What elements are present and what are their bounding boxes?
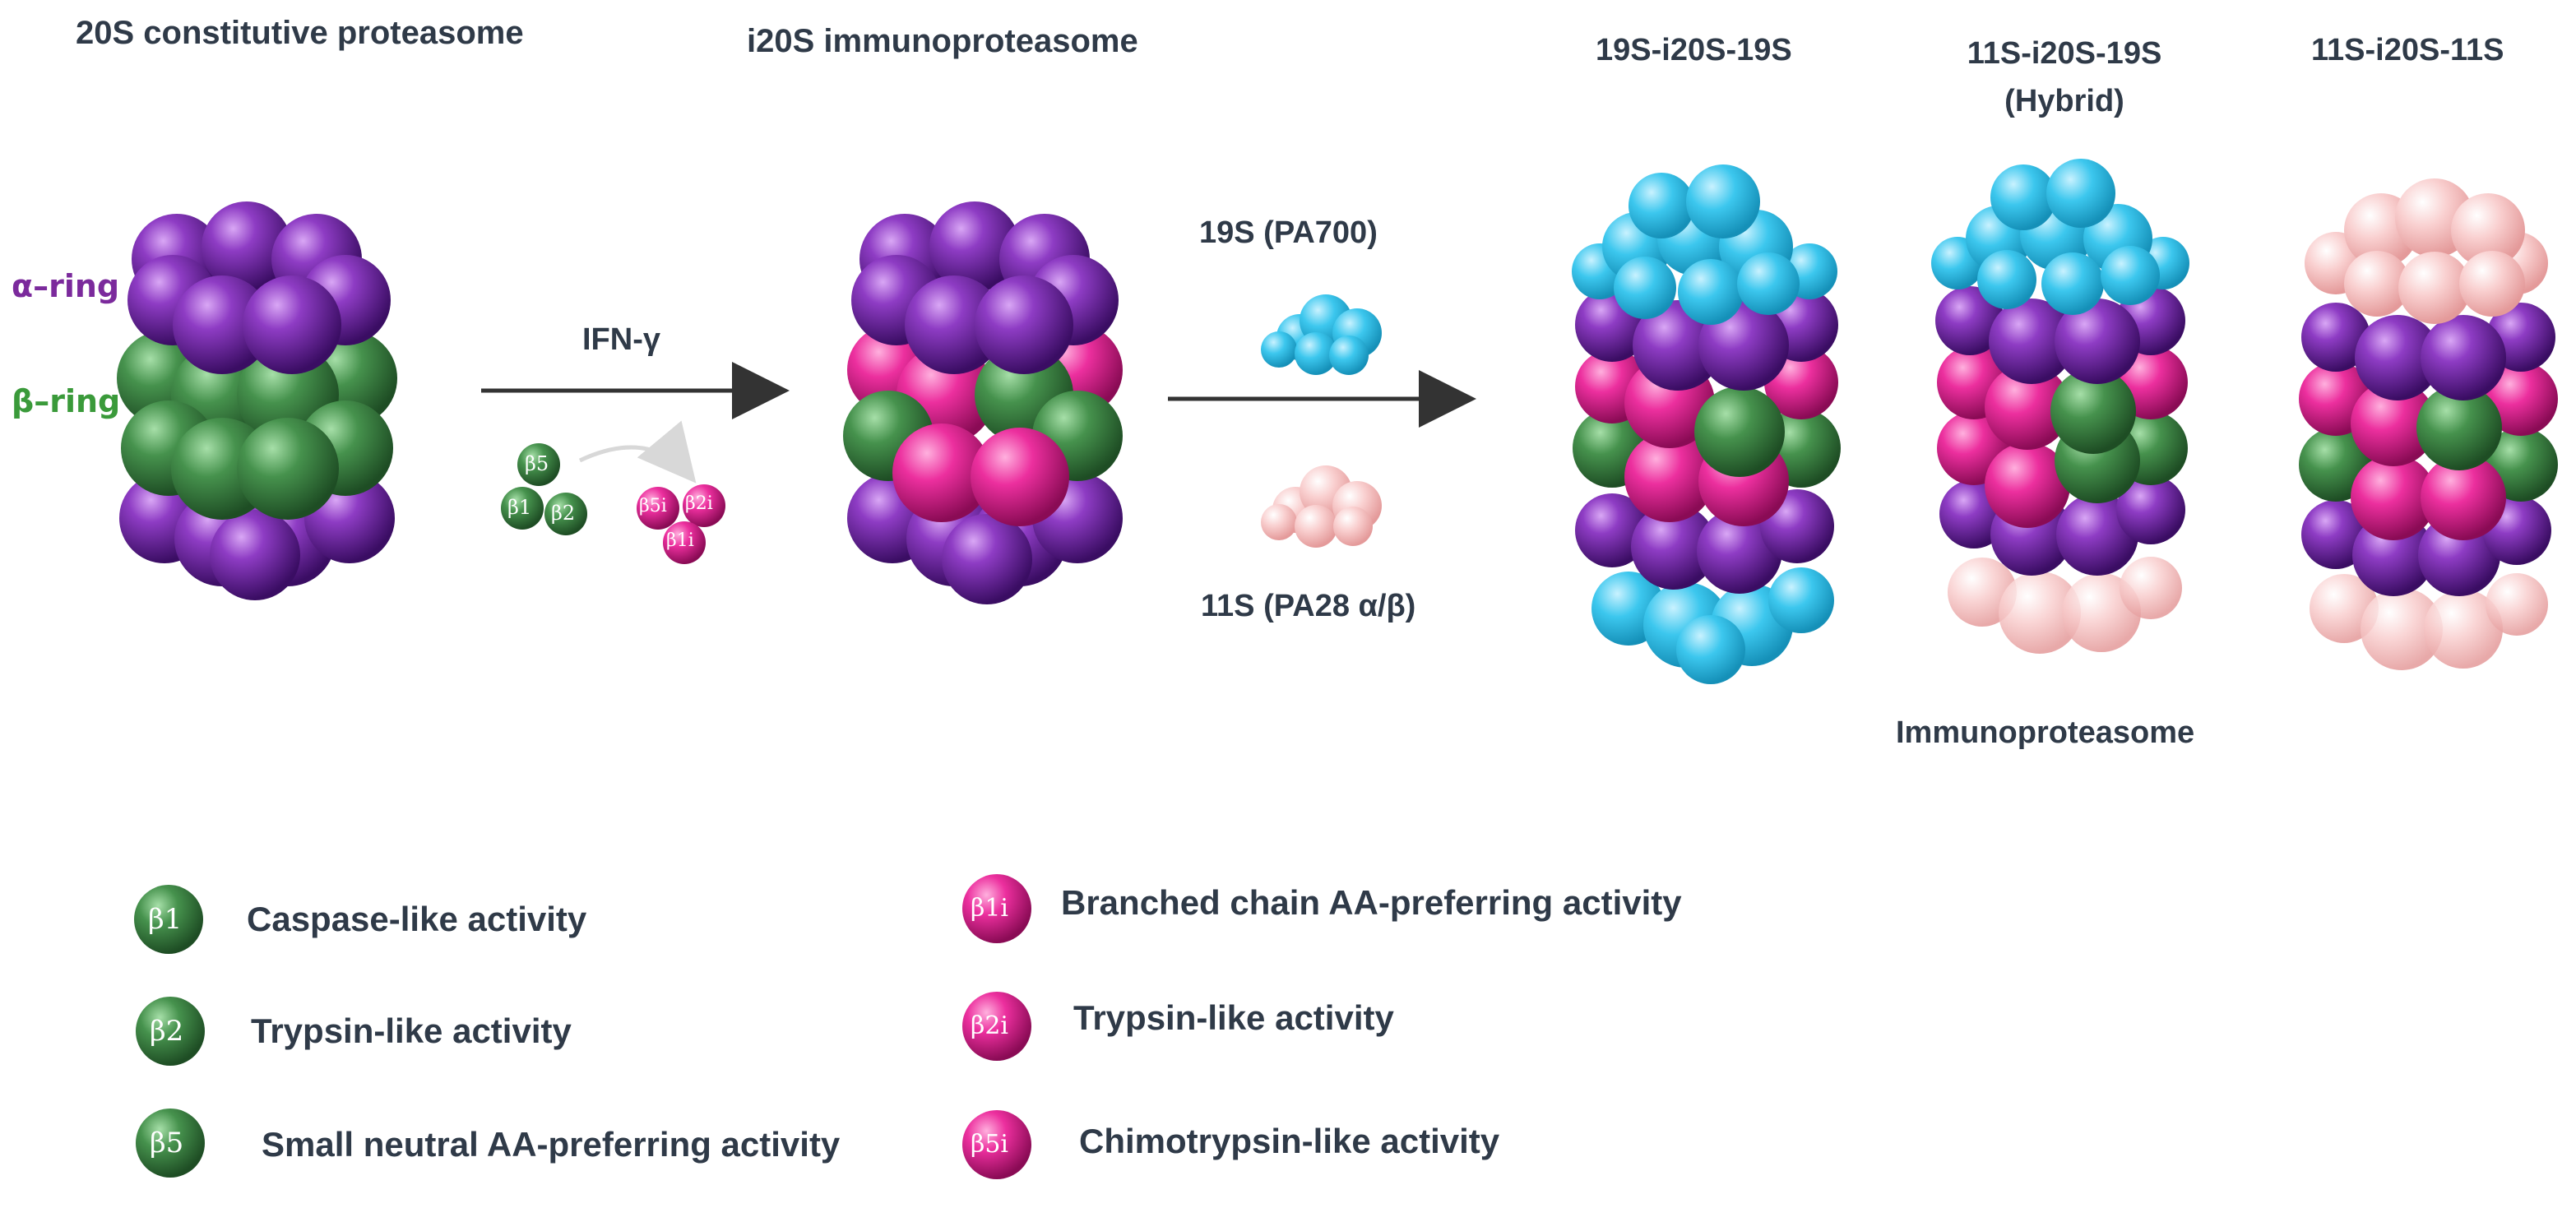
legend-b1i-text: Branched chain AA-preferring activity bbox=[1061, 883, 1682, 922]
cap19-cloud bbox=[1261, 294, 1382, 375]
legend-b1i-sphere bbox=[962, 874, 1031, 943]
subunit-b1-label: β1 bbox=[507, 496, 532, 519]
top-cap-19s bbox=[1572, 164, 1837, 325]
subunit-b1i-label: β1i bbox=[666, 530, 694, 551]
complex-19s-i20s-19s bbox=[1572, 164, 1841, 684]
subunit-b5i bbox=[637, 487, 679, 530]
legend-spheres bbox=[134, 874, 1031, 1179]
legend-b1i-symbol: β1i bbox=[971, 894, 1009, 923]
bottom-cap-19s bbox=[1591, 567, 1834, 684]
top-cap-19s bbox=[1931, 159, 2189, 315]
subunit-b5 bbox=[517, 443, 560, 486]
subunit-exchange bbox=[501, 420, 725, 564]
label-immunoproteasome: Immunoproteasome bbox=[1896, 715, 2195, 750]
legend-b2-sphere bbox=[136, 997, 205, 1066]
legend-b1-symbol: β1 bbox=[148, 903, 183, 936]
title-immuno: i20S immunoproteasome bbox=[747, 23, 1138, 59]
subunit-b1i bbox=[663, 521, 706, 564]
subunit-b2i bbox=[683, 484, 725, 527]
legend-b2-text: Trypsin-like activity bbox=[251, 1011, 572, 1050]
subunit-b5i-label: β5i bbox=[639, 496, 667, 516]
title-11s-i20s-11s: 11S-i20S-11S bbox=[2311, 33, 2504, 67]
cap11-cloud bbox=[1261, 465, 1382, 548]
title-11s-i20s-19s: 11S-i20S-19S bbox=[1967, 36, 2162, 71]
top-alpha-ring bbox=[127, 201, 391, 374]
complex-11s-i20s-11s bbox=[2299, 178, 2558, 670]
legend-b2-symbol: β2 bbox=[150, 1015, 184, 1048]
bottom-cap-11s bbox=[2310, 573, 2548, 670]
beta-rings bbox=[117, 331, 397, 520]
bottom-cap-11s bbox=[1948, 557, 2182, 654]
immunoproteasome bbox=[843, 201, 1123, 604]
alpha-ring-label: α–ring bbox=[12, 268, 120, 304]
title-hybrid: (Hybrid) bbox=[2004, 84, 2124, 118]
subunit-b2-label: β2 bbox=[551, 502, 576, 525]
subunit-b2 bbox=[544, 493, 587, 535]
legend-b1-sphere bbox=[134, 885, 203, 954]
cap11-label: 11S (PA28 α/β) bbox=[1201, 589, 1416, 623]
title-19s-i20s-19s: 19S-i20S-19S bbox=[1596, 33, 1792, 67]
legend-b5i-text: Chimotrypsin-like activity bbox=[1079, 1122, 1500, 1160]
constitutive-proteasome bbox=[117, 201, 397, 600]
legend-b1-text: Caspase-like activity bbox=[247, 900, 587, 938]
subunit-b1 bbox=[501, 487, 544, 530]
legend-b2i-sphere bbox=[962, 992, 1031, 1061]
legend-b5-symbol: β5 bbox=[150, 1127, 184, 1159]
cap19-label: 19S (PA700) bbox=[1199, 215, 1378, 250]
top-alpha-ring bbox=[851, 201, 1119, 374]
complex-11s-i20s-19s bbox=[1931, 159, 2189, 654]
beta-ring-label: β–ring bbox=[12, 383, 121, 419]
title-constitutive: 20S constitutive proteasome bbox=[76, 15, 524, 51]
legend-b2i-text: Trypsin-like activity bbox=[1073, 998, 1394, 1037]
legend-b5-sphere bbox=[136, 1108, 205, 1178]
subunit-b5-label: β5 bbox=[525, 452, 549, 475]
legend-b5-text: Small neutral AA-preferring activity bbox=[262, 1125, 841, 1164]
exchange-arrow bbox=[578, 420, 697, 484]
top-cap-11s bbox=[2305, 178, 2548, 324]
legend-b2i-symbol: β2i bbox=[971, 1011, 1009, 1040]
beta-rings bbox=[843, 325, 1123, 526]
legend-b5i-symbol: β5i bbox=[971, 1130, 1009, 1159]
legend-b5i-sphere bbox=[962, 1110, 1031, 1179]
subunit-b2i-label: β2i bbox=[685, 493, 713, 514]
ifn-label: IFN-γ bbox=[582, 322, 660, 357]
